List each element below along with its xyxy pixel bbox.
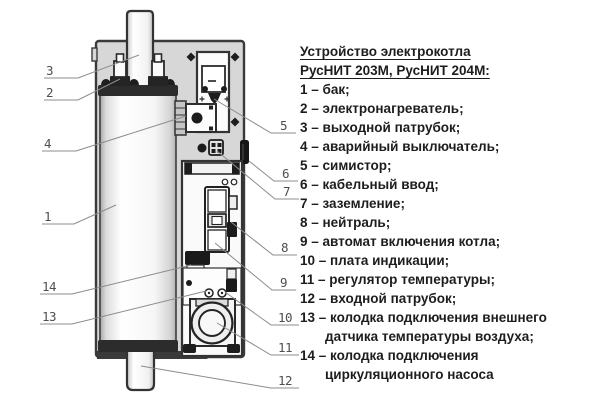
callout-number: 11 bbox=[278, 340, 292, 355]
heater-terminals bbox=[110, 53, 168, 86]
callout-number: 10 bbox=[278, 310, 292, 325]
callout-number: 8 bbox=[281, 240, 288, 255]
leader-line bbox=[44, 54, 140, 79]
breaker bbox=[204, 186, 238, 253]
inlet-pipe bbox=[125, 352, 156, 392]
ground-terminal bbox=[197, 139, 224, 156]
triac bbox=[199, 65, 230, 104]
legend-item: 13 – колодка подключения внешнего bbox=[300, 310, 547, 325]
legend-item: 8 – нейтраль; bbox=[300, 215, 391, 230]
leader-line bbox=[213, 98, 296, 134]
legend-item: 3 – выходной патрубок; bbox=[300, 120, 461, 135]
legend-title-line2: РусНИТ 203М, РусНИТ 204М: bbox=[300, 63, 490, 78]
callout-number: 1 bbox=[44, 209, 51, 224]
legend-item-continuation: циркуляционного насоса bbox=[325, 367, 494, 382]
callout-number: 9 bbox=[280, 275, 287, 290]
legend-item: 5 – симистор; bbox=[300, 158, 392, 173]
legend-item: 4 – аварийный выключатель; bbox=[300, 139, 500, 154]
legend: Устройство электрокотла РусНИТ 203М, Рус… bbox=[300, 42, 592, 384]
leader-line bbox=[40, 290, 207, 325]
legend-item: 1 – бак; bbox=[300, 82, 350, 97]
leader-line bbox=[230, 221, 297, 256]
legend-item: 6 – кабельный ввод; bbox=[300, 177, 439, 192]
control-panel bbox=[180, 159, 244, 358]
leader-line bbox=[140, 365, 299, 389]
callout-number: 13 bbox=[42, 309, 56, 324]
legend-item-continuation: датчика температуры воздуха; bbox=[325, 329, 534, 344]
leader-line bbox=[214, 242, 296, 291]
callout-number: 14 bbox=[42, 279, 56, 294]
neutral-terminal bbox=[227, 195, 238, 237]
legend-title-line1: Устройство электрокотла bbox=[300, 44, 471, 59]
legend-item: 14 – колодка подключения bbox=[300, 348, 479, 363]
callout-number: 12 bbox=[278, 373, 292, 388]
callout-number: 5 bbox=[280, 118, 287, 133]
leader-line bbox=[216, 150, 299, 200]
legend-item: 9 – автомат включения котла; bbox=[300, 234, 501, 249]
callout-number: 6 bbox=[282, 166, 289, 181]
leader-line bbox=[42, 115, 187, 152]
leader-line bbox=[42, 204, 117, 225]
legend-item: 12 – входной патрубок; bbox=[300, 291, 457, 306]
sensor-connector bbox=[226, 268, 237, 292]
tank bbox=[98, 79, 178, 352]
callout-number: 7 bbox=[283, 184, 290, 199]
legend-item: 7 – заземление; bbox=[300, 196, 405, 211]
callout-number: 4 bbox=[44, 136, 51, 151]
legend-item: 10 – плата индикации; bbox=[300, 253, 450, 268]
outlet-pipe bbox=[125, 9, 155, 92]
leader-line bbox=[216, 322, 299, 356]
legend-item: 2 – электронагреватель; bbox=[300, 101, 464, 116]
legend-list: 1 – бак; 2 – электронагреватель; 3 – выход… bbox=[300, 80, 592, 384]
cable-gland bbox=[240, 140, 249, 164]
callout-number: 3 bbox=[46, 63, 53, 78]
leader-line bbox=[248, 160, 298, 182]
leader-line bbox=[224, 291, 299, 326]
leader-line bbox=[44, 78, 121, 101]
leader-line bbox=[40, 264, 192, 295]
callout-number: 2 bbox=[46, 85, 53, 100]
legend-item: 11 – регулятор температуры; bbox=[300, 272, 496, 287]
temperature-knob bbox=[189, 298, 236, 347]
